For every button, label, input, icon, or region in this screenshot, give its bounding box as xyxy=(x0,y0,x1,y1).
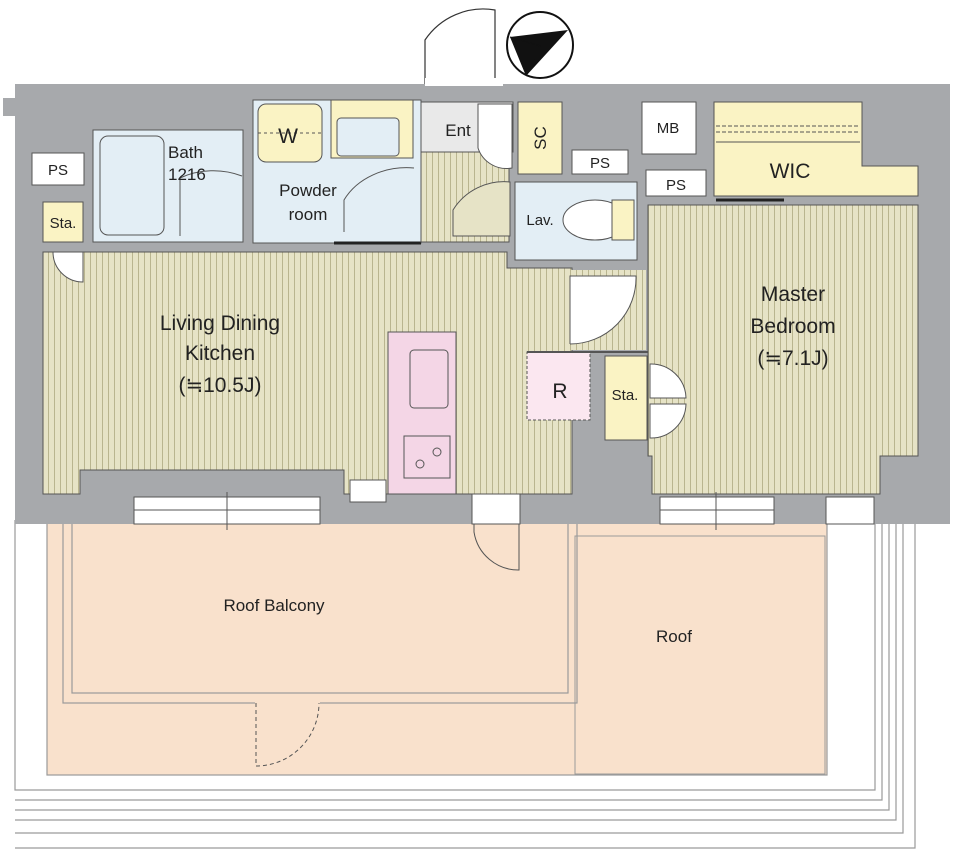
outer-railing xyxy=(14,520,916,849)
powder-room-label-line2: room xyxy=(289,205,328,224)
hall-door xyxy=(564,270,646,350)
bedroom-label-line2: Bedroom xyxy=(750,315,835,338)
washer-label: W xyxy=(278,125,298,148)
bath-label-line1: Bath xyxy=(168,143,203,162)
ldk-label-line3: (≒10.5J) xyxy=(179,374,262,397)
bath-label-line2: 1216 xyxy=(168,165,206,184)
wic-label: WIC xyxy=(770,160,811,183)
ldk-area xyxy=(42,251,652,503)
storage-bedroom-label: Sta. xyxy=(612,387,639,404)
ps-right-label: PS xyxy=(666,177,686,194)
powder-room-label-line1: Powder xyxy=(279,181,337,200)
storage-left-label: Sta. xyxy=(50,215,77,232)
refrigerator-label: R xyxy=(552,380,567,403)
balcony-zone xyxy=(46,522,828,776)
entrance-label: Ent xyxy=(445,121,471,140)
roof-balcony-label: Roof Balcony xyxy=(223,596,325,615)
ldk-label-line2: Kitchen xyxy=(185,342,255,365)
entrance-door-swing xyxy=(424,8,503,86)
walk-in-closet xyxy=(713,101,919,202)
bedroom-label-line3: (≒7.1J) xyxy=(757,347,828,370)
meter-box-label: MB xyxy=(657,120,680,137)
ps-left-label: PS xyxy=(48,162,68,179)
north-arrow-icon xyxy=(506,11,574,79)
balcony-door-swing xyxy=(473,524,520,571)
ps-center-label: PS xyxy=(590,155,610,172)
entrance-area xyxy=(420,101,563,243)
roof-label: Roof xyxy=(656,627,692,646)
bedroom-area xyxy=(604,204,919,495)
utility-boxes xyxy=(31,101,707,243)
lavatory-label: Lav. xyxy=(526,212,553,229)
bedroom-label-line1: Master xyxy=(761,283,825,306)
wet-area xyxy=(92,99,422,245)
windows xyxy=(133,492,875,530)
ldk-label-line1: Living Dining xyxy=(160,312,280,335)
shoe-cabinet-label: SC xyxy=(531,126,550,150)
lavatory xyxy=(514,181,638,261)
